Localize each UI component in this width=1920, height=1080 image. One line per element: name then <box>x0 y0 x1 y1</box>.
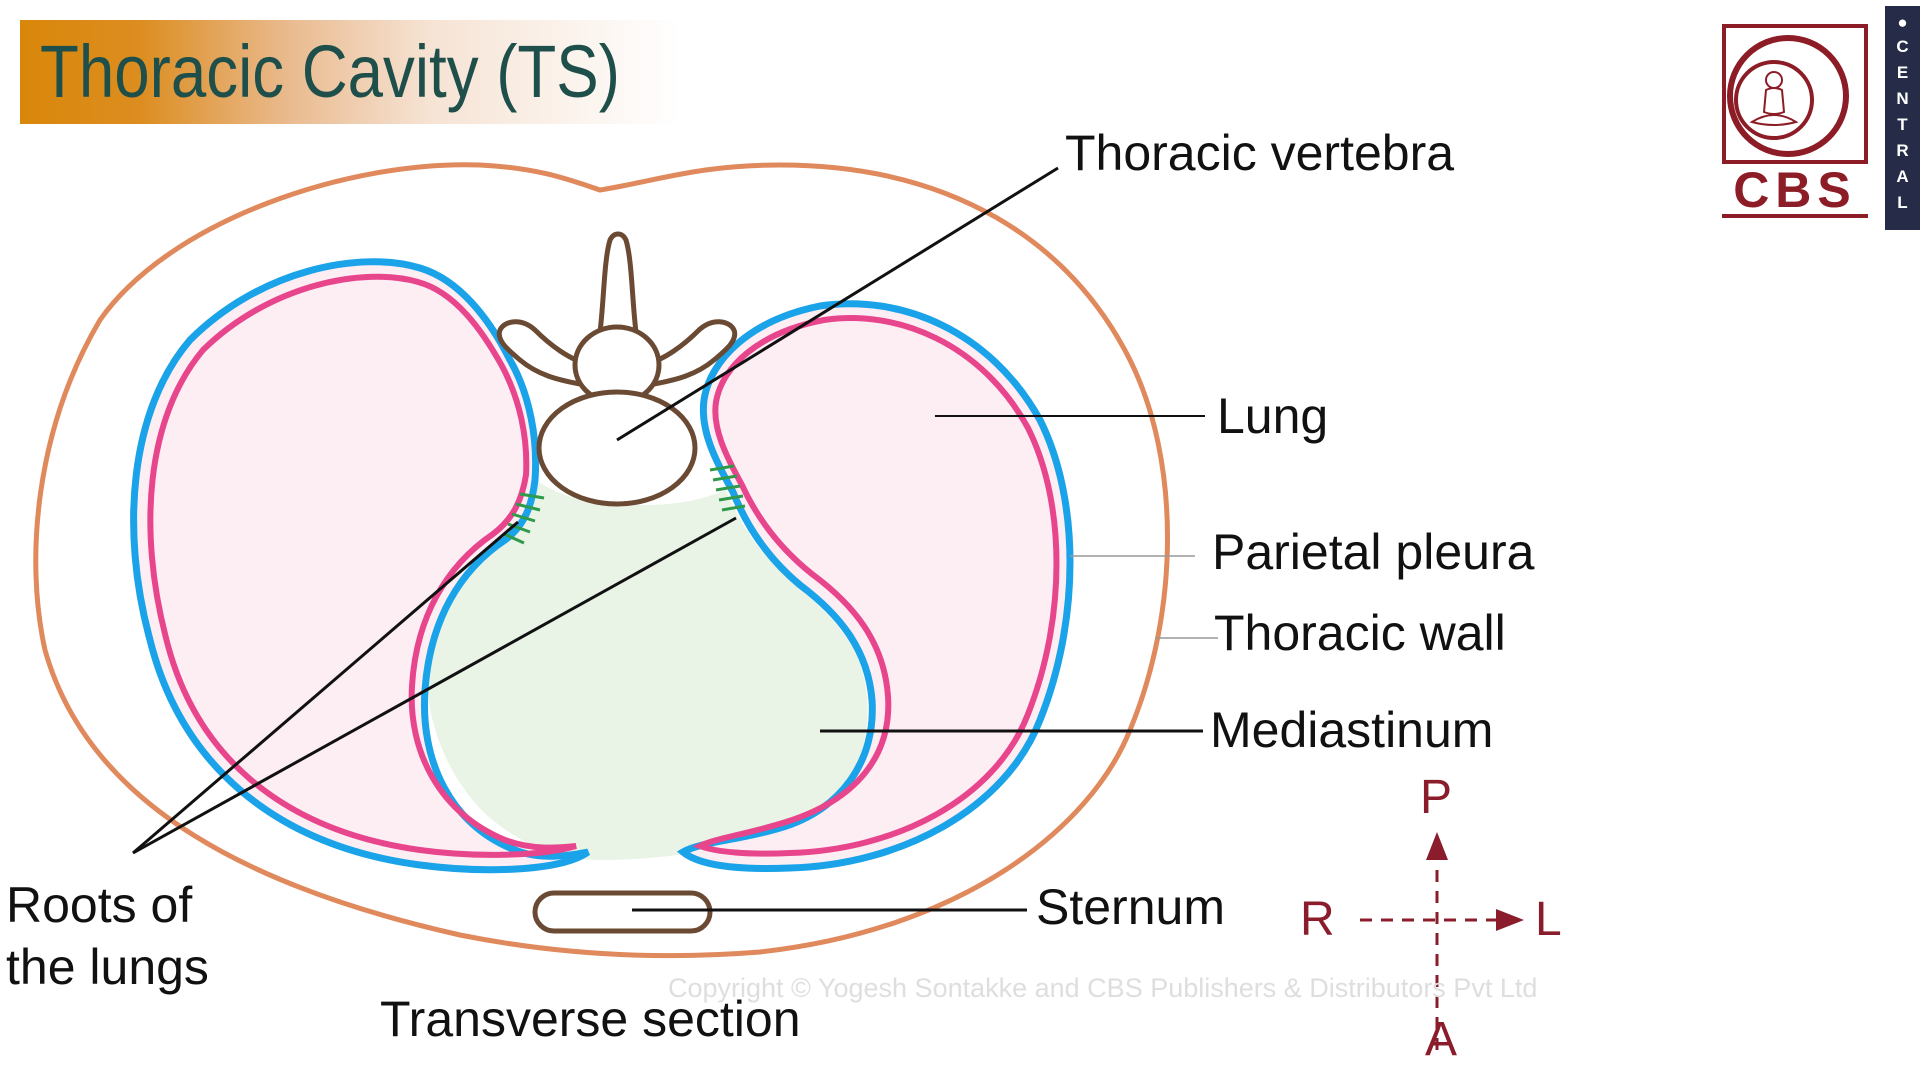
central-channel-strip: ● C E N T R A L <box>1885 6 1920 230</box>
mediastinum-region <box>426 480 868 860</box>
leader-line-root-right <box>132 520 519 855</box>
leader-line-root-left <box>132 516 737 855</box>
meditating-figure-icon <box>1727 35 1849 157</box>
cbs-logo-text: CBS <box>1733 162 1857 218</box>
orientation-compass <box>1360 832 1524 1050</box>
label-lung: Lung <box>1217 388 1329 444</box>
label-roots-line1: Roots of <box>6 877 193 933</box>
strip-letter: L <box>1897 193 1908 212</box>
info-icon: ● <box>1897 13 1908 32</box>
left-lung-parietal-pleura <box>676 300 1074 872</box>
strip-letter: N <box>1896 89 1909 108</box>
title-banner: Thoracic Cavity (TS) <box>20 20 680 124</box>
sternum-shape <box>532 890 713 934</box>
copyright-watermark: Copyright © Yogesh Sontakke and CBS Publ… <box>668 973 1538 1003</box>
strip-letter: T <box>1897 115 1908 134</box>
leader-lines <box>132 166 1218 912</box>
label-parietal-pleura: Parietal pleura <box>1212 524 1535 580</box>
cbs-logo-underline <box>1722 214 1868 218</box>
compass-right: R <box>1300 893 1335 946</box>
strip-letter: E <box>1896 63 1909 82</box>
label-thoracic-wall: Thoracic wall <box>1214 605 1506 661</box>
left-lung-root-hatching <box>709 464 746 512</box>
label-sternum: Sternum <box>1036 879 1225 935</box>
compass-left: L <box>1535 893 1562 946</box>
strip-letter: R <box>1896 141 1909 160</box>
strip-letter: C <box>1896 37 1909 56</box>
leader-line-thoracic-vertebra <box>616 166 1059 442</box>
label-thoracic-vertebra: Thoracic vertebra <box>1065 125 1455 181</box>
strip-letter: A <box>1896 167 1909 186</box>
page-title: Thoracic Cavity (TS) <box>40 30 620 113</box>
thoracic-wall-outline <box>33 162 1170 959</box>
right-lung-visceral-pleura <box>147 273 577 858</box>
compass-posterior: P <box>1420 771 1453 824</box>
thoracic-vertebra <box>496 231 738 507</box>
compass-anterior: A <box>1425 1013 1458 1066</box>
label-roots-line2: the lungs <box>6 939 209 995</box>
label-mediastinum: Mediastinum <box>1210 702 1494 758</box>
label-transverse-section: Transverse section <box>380 991 801 1047</box>
cbs-logo-emblem <box>1722 24 1868 164</box>
right-lung-root-hatching <box>503 492 545 545</box>
left-lung-visceral-pleura <box>692 315 1060 857</box>
